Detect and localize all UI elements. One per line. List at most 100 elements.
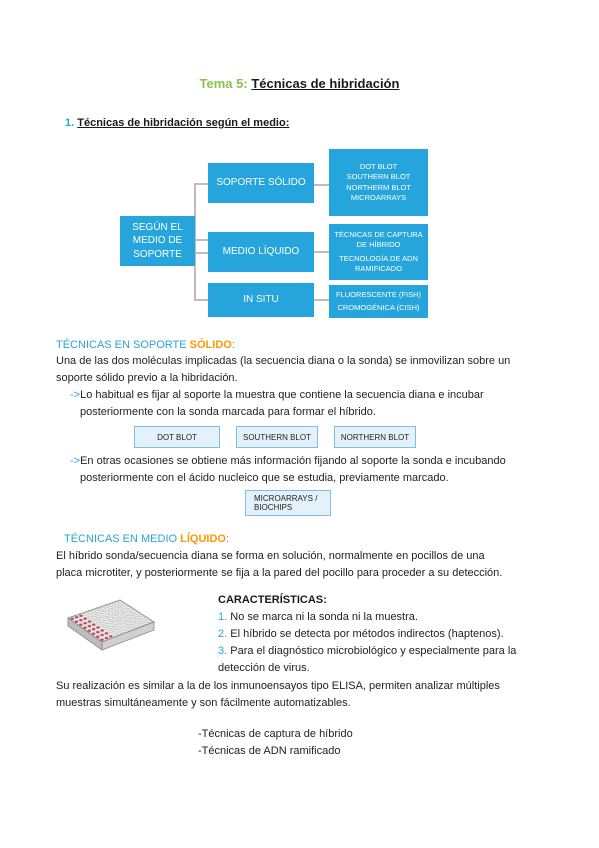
connector-line (194, 183, 208, 185)
solid-paragraph-3: ->En otras ocasiones se obtiene más info… (70, 453, 506, 487)
liquid-item: TECNOLOGÍA DE ADN (339, 253, 418, 263)
plate-well (130, 617, 135, 621)
plate-well (87, 629, 92, 633)
item-number: 2. (218, 628, 228, 640)
plate-well (108, 630, 113, 634)
solid-item: NORTHERM BLOT (346, 182, 411, 192)
plate-well (92, 609, 96, 613)
solid-heading: TÉCNICAS EN SOPORTE SÓLIDO: (56, 339, 235, 351)
plate-well (87, 615, 92, 619)
plate-well (109, 612, 113, 616)
plate-well (95, 635, 100, 639)
plate-well (134, 625, 139, 628)
text-line: posteriormente con la sonda marcada para… (80, 406, 376, 418)
solid-items-box: DOT BLOT SOUTHERN BLOT NORTHERM BLOT MIC… (329, 149, 428, 216)
plate-well (100, 620, 105, 623)
southern-blot-box: SOUTHERN BLOT (236, 426, 318, 448)
plate-well (87, 624, 92, 628)
list-item: 3. Para el diagnóstico microbiológico y … (218, 643, 516, 660)
plate-well (117, 622, 122, 626)
dot-blot-box: DOT BLOT (134, 426, 220, 448)
plate-well (78, 623, 83, 627)
connector-line (314, 184, 329, 186)
list-item: -Técnicas de captura de híbrido (198, 728, 353, 740)
liquid-item: RAMIFICADO (354, 263, 403, 273)
text-line: soporte sólido previo a la hibridación. (56, 372, 238, 384)
plate-well (74, 620, 79, 624)
plate-well (147, 620, 152, 623)
plate-well (100, 629, 105, 632)
plate-well (109, 625, 113, 629)
plate-well (83, 621, 87, 625)
liquid-item: TÉCNICAS DE CAPTURA (334, 230, 423, 240)
box-label: SOUTHERN BLOT (242, 432, 311, 442)
plate-well (91, 632, 96, 636)
plate-well (109, 608, 114, 611)
arrow-marker: -> (70, 455, 81, 467)
heading-text: TÉCNICAS EN MEDIO (64, 533, 181, 545)
item-text: El híbrido se detecta por métodos indire… (230, 628, 504, 640)
text-line: En otras ocasiones se obtiene más inform… (80, 455, 506, 467)
text-line: muestras simultáneamente y son fácilment… (56, 697, 351, 709)
box-label: DOT BLOT (157, 432, 197, 442)
plate-well (117, 613, 122, 617)
plate-well (113, 615, 118, 619)
plate-well (113, 633, 117, 637)
plate-well (122, 603, 127, 607)
connector-line (194, 183, 196, 301)
plate-well (117, 631, 122, 635)
heading-text: TÉCNICAS EN SOPORTE (56, 339, 190, 351)
root-box: SEGÚN EL MEDIO DE SOPORTE (120, 216, 195, 266)
plate-well (117, 627, 122, 630)
plate-well (96, 612, 101, 616)
northern-blot-box: NORTHERN BLOT (334, 426, 416, 448)
plate-well (96, 621, 100, 625)
plate-well (122, 616, 126, 620)
plate-well (117, 618, 122, 621)
text-line: Una de las dos moléculas implicadas (la … (56, 355, 511, 367)
plate-well (113, 628, 117, 632)
plate-well (105, 609, 109, 613)
plate-well (121, 630, 126, 633)
plate-well (122, 607, 126, 611)
plate-well (126, 615, 131, 618)
microtiter-plate-image (66, 599, 156, 651)
connector-line (194, 252, 208, 254)
microarrays-box: MICROARRAYS / BIOCHIPS (245, 490, 331, 516)
solid-item: SOUTHERN BLOT (346, 172, 411, 182)
liquid-item: DE HÍBRIDO (356, 240, 401, 250)
plate-well (113, 619, 118, 623)
connector-line (194, 239, 208, 241)
section-label: Técnicas de hibridación según el medio: (77, 117, 290, 129)
plate-well (100, 606, 105, 610)
plate-well (78, 618, 83, 622)
insitu-item: CROMOGÉNICA (CISH) (337, 303, 420, 312)
root-line: MEDIO DE (132, 235, 183, 247)
plate-well (74, 615, 79, 619)
plate-well (118, 600, 122, 604)
box-label: BIOCHIPS (254, 503, 293, 512)
plate-well (121, 625, 126, 629)
plate-well (104, 627, 109, 631)
liquid-items-box: TÉCNICAS DE CAPTURA DE HÍBRIDO TECNOLOGÍ… (329, 224, 428, 280)
text-line: El híbrido sonda/secuencia diana se form… (56, 550, 485, 562)
plate-well (126, 623, 131, 627)
page-title: Tema 5: Técnicas de hibridación (0, 76, 599, 91)
item-number: 3. (218, 645, 228, 657)
plate-well (113, 606, 118, 610)
plate-well (135, 616, 139, 619)
plate-well (70, 617, 75, 621)
plate-well (122, 612, 126, 615)
plate-well (96, 626, 100, 629)
plate-well (113, 602, 118, 605)
list-item: 1. No se marca ni la sonda ni la muestra… (218, 609, 516, 626)
insitu-item: FLUORESCENTE (FISH) (335, 289, 421, 299)
technique-list: -Técnicas de captura de híbrido -Técnica… (198, 726, 353, 760)
root-line: SEGÚN EL (132, 221, 183, 233)
item-number: 1. (218, 611, 228, 623)
plate-well (91, 614, 96, 617)
title-number: Tema 5: (199, 76, 248, 91)
plate-well (130, 622, 135, 625)
liquid-box: MEDIO LÍQUIDO (208, 232, 314, 272)
plate-well (130, 626, 135, 630)
